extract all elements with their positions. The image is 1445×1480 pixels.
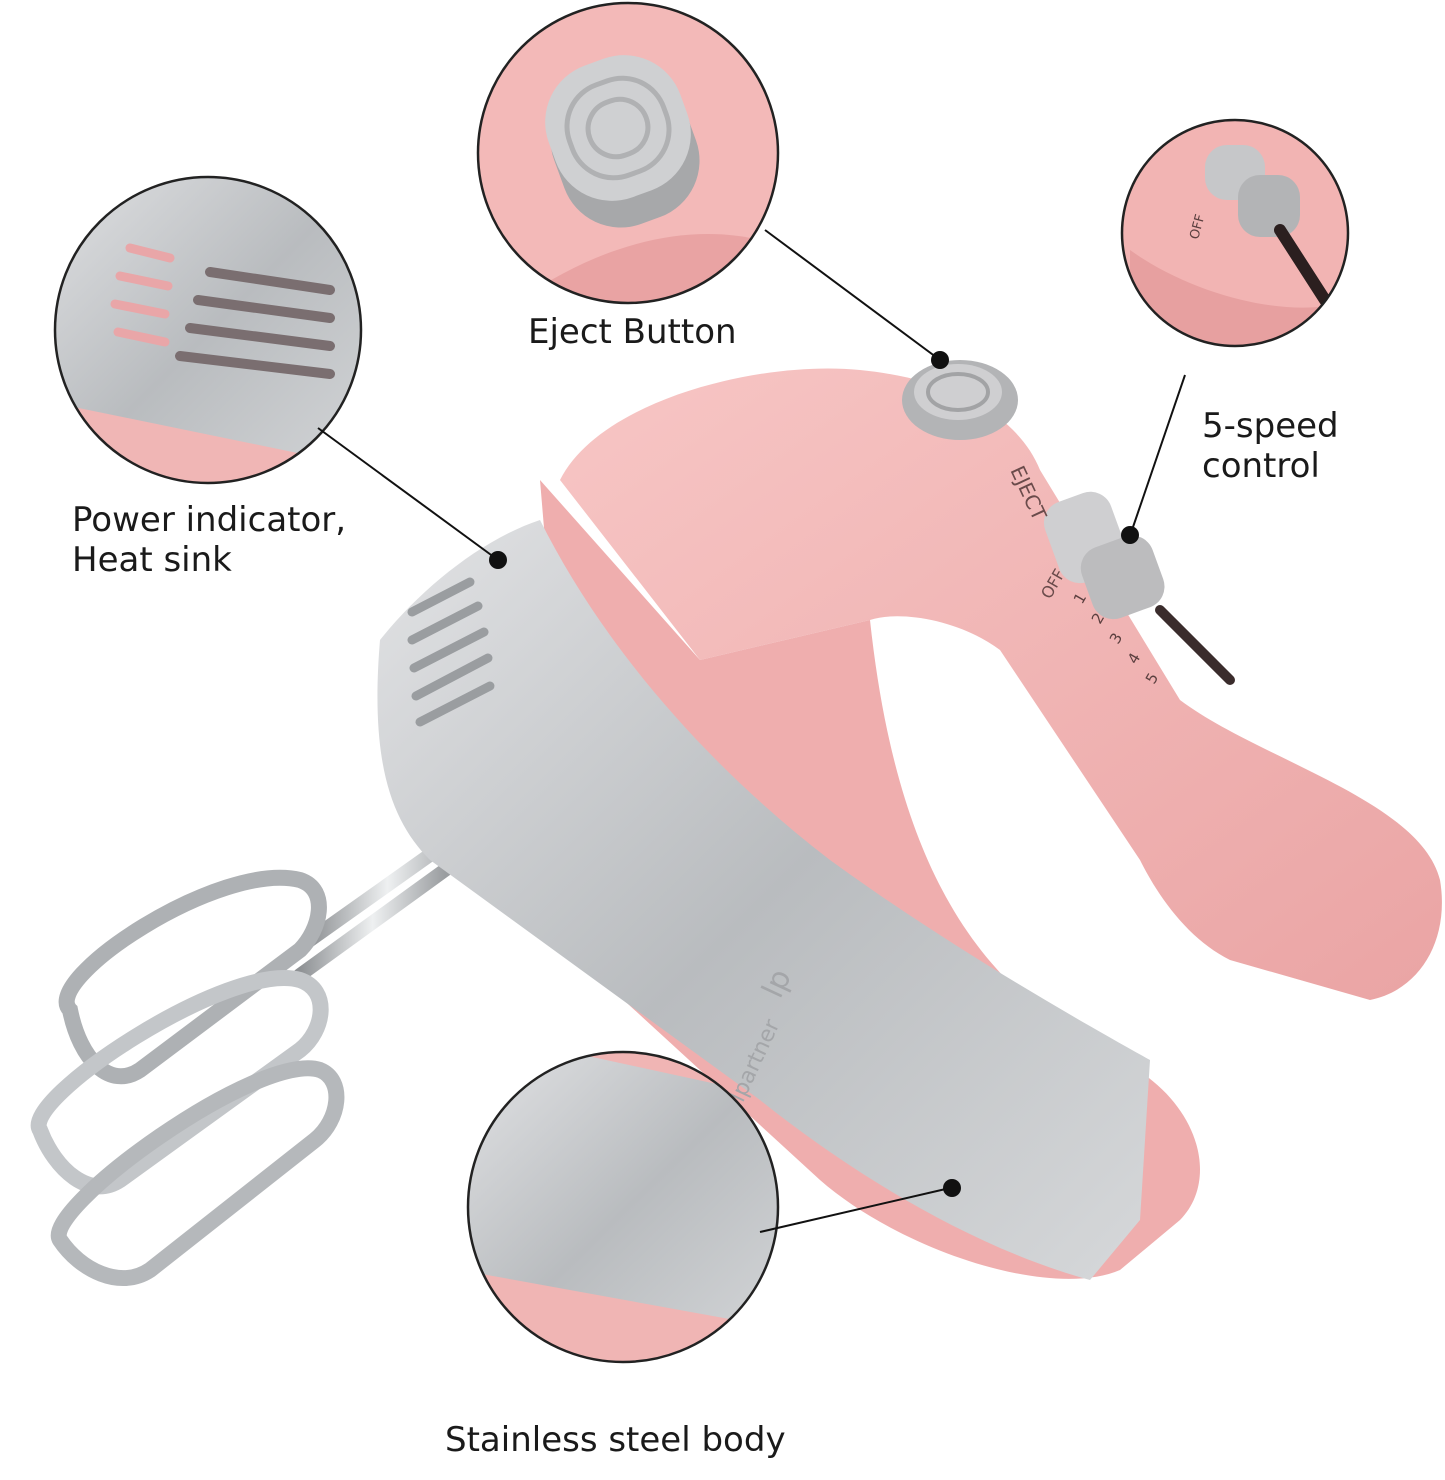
detail-eject-button <box>476 1 780 305</box>
svg-text:OFF: OFF <box>1187 213 1208 241</box>
callout-stainless-body: Stainless steel body <box>445 1420 786 1460</box>
callout-speed-control-line2: control <box>1202 446 1320 486</box>
callout-power-indicator-line2: Heat sink <box>72 540 232 580</box>
callout-eject-button: Eject Button <box>528 312 737 352</box>
callout-power-indicator-line1: Power indicator, <box>72 500 347 540</box>
callout-speed-control-line1: 5-speed <box>1202 406 1339 446</box>
detail-heat-sink <box>53 175 363 485</box>
beaters <box>30 823 472 1287</box>
heat-sink-slots <box>407 577 495 727</box>
detail-speed-control: OFF <box>1120 118 1350 348</box>
leader-lines <box>317 229 1186 1233</box>
mixer-body <box>377 360 1442 1280</box>
